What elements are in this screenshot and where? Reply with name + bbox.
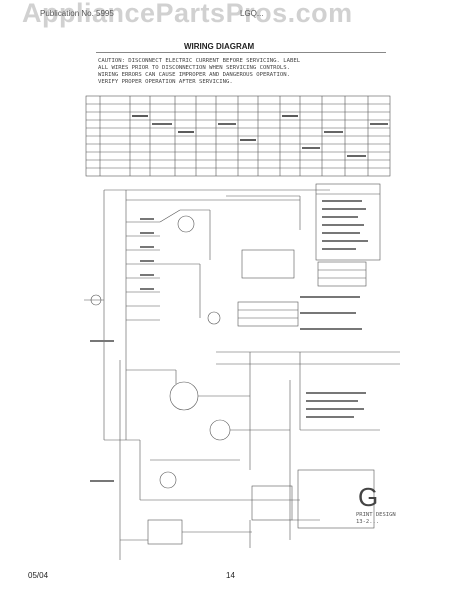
version-line: 13-2...: [356, 519, 380, 525]
caution-text: CAUTION: DISCONNECT ELECTRIC CURRENT BEF…: [98, 58, 398, 86]
version-block: PRINT DESIGN 13-2...: [356, 512, 396, 526]
power-bus: [103, 189, 330, 441]
title-divider: [96, 52, 386, 53]
timer-contacts: [84, 209, 221, 325]
page-header: Publication No. 5995 LGQ...: [40, 9, 430, 23]
page-title: WIRING DIAGRAM: [184, 42, 255, 51]
caution-line: WIRING ERRORS CAN CAUSE IMPROPER AND DAN…: [98, 72, 290, 78]
legend-boxes: [237, 183, 381, 529]
diagram-labels: [90, 200, 368, 482]
watermark-logo: AppliancePartsPros.com: [0, 0, 464, 34]
header-model: LGQ...: [240, 9, 264, 18]
cycle-chart-table: [85, 95, 391, 177]
motor-circuit: [126, 369, 300, 540]
control-wiring: [216, 195, 400, 431]
header-brand: Publication No. 5995: [40, 9, 114, 18]
version-line: PRINT DESIGN: [356, 512, 396, 518]
caution-line: CAUTION: DISCONNECT ELECTRIC CURRENT BEF…: [98, 58, 301, 64]
watermark-text: AppliancePartsPros.com: [22, 0, 353, 28]
page-number: 14: [226, 571, 235, 580]
footer-date: 05/04: [28, 571, 49, 580]
caution-line: VERIFY PROPER OPERATION AFTER SERVICING.: [98, 79, 233, 85]
heater-circuit: [119, 360, 320, 560]
diagram-letter: G: [358, 482, 379, 512]
cycle-chart-bars: [132, 115, 388, 157]
caution-line: ALL WIRES PRIOR TO DISCONNECTION WHEN SE…: [98, 65, 290, 71]
